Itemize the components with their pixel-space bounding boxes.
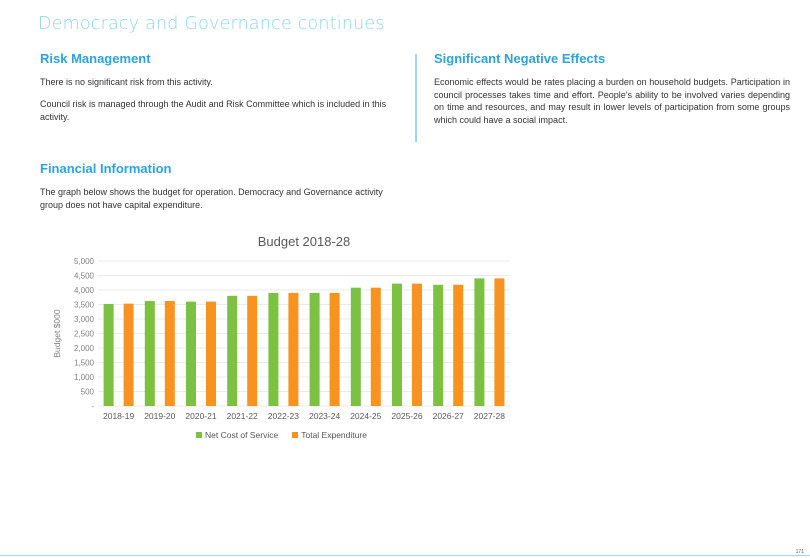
bar-net-cost-of-service <box>309 292 320 406</box>
bar-total-expenditure <box>453 284 464 406</box>
financial-information-heading: Financial Information <box>40 161 172 176</box>
y-tick-label: - <box>91 402 94 411</box>
bar-net-cost-of-service <box>433 284 444 406</box>
x-tick-label: 2019-20 <box>144 411 175 421</box>
y-tick-label: 4,000 <box>74 286 95 295</box>
y-tick-label: 5,000 <box>74 257 95 266</box>
chart-title: Budget 2018-28 <box>258 234 351 249</box>
legend-swatch-net-cost <box>196 432 202 438</box>
legend-label-total-expenditure: Total Expenditure <box>301 430 367 440</box>
y-tick-label: 2,000 <box>74 344 95 353</box>
legend-label-net-cost: Net Cost of Service <box>205 430 279 440</box>
x-tick-label: 2024-25 <box>350 411 381 421</box>
x-tick-label: 2020-21 <box>185 411 216 421</box>
y-tick-label: 1,000 <box>74 373 95 382</box>
bar-total-expenditure <box>288 292 299 406</box>
bar-total-expenditure <box>370 287 381 406</box>
negative-effects-heading: Significant Negative Effects <box>434 51 606 66</box>
bar-total-expenditure <box>329 292 340 406</box>
bar-net-cost-of-service <box>474 278 485 406</box>
x-tick-label: 2026-27 <box>433 411 464 421</box>
chart-legend: Net Cost of Service Total Expenditure <box>196 430 367 440</box>
bar-net-cost-of-service <box>227 295 238 406</box>
budget-chart: Budget 2018-28 - 500 1,000 1,500 2,000 2,500 3,… <box>52 234 510 421</box>
column-divider <box>415 54 417 142</box>
bar-net-cost-of-service <box>268 292 279 406</box>
legend-item-net-cost: Net Cost of Service <box>196 430 278 440</box>
bar-net-cost-of-service <box>103 303 114 406</box>
bar-net-cost-of-service <box>392 283 402 406</box>
y-tick-label: 3,000 <box>74 315 95 324</box>
page-number: 171 <box>795 549 804 555</box>
bar-net-cost-of-service <box>350 287 361 406</box>
y-axis-label: Budget $000 <box>52 309 62 357</box>
risk-management-heading: Risk Management <box>40 51 151 66</box>
legend-item-total-expenditure: Total Expenditure <box>292 430 367 440</box>
risk-paragraph-2: Council risk is managed through the Audi… <box>40 99 387 122</box>
risk-paragraph-1: There is no significant risk from this a… <box>40 77 213 87</box>
legend-swatch-total-expenditure <box>292 432 299 438</box>
x-tick-label: 2023-24 <box>309 411 340 421</box>
x-tick-label: 2018-19 <box>103 411 134 421</box>
x-tick-label: 2027-28 <box>474 411 505 421</box>
negative-effects-paragraph: Economic effects would be rates placing … <box>434 77 790 125</box>
y-tick-label: 500 <box>81 388 95 397</box>
bar-net-cost-of-service <box>144 301 155 406</box>
x-tick-label: 2022-23 <box>268 411 299 421</box>
bar-total-expenditure <box>206 301 216 406</box>
y-tick-label: 3,500 <box>74 301 95 310</box>
x-tick-label: 2025-26 <box>391 411 422 421</box>
y-tick-label: 1,500 <box>74 359 95 368</box>
bar-total-expenditure <box>494 278 505 406</box>
bar-total-expenditure <box>412 283 422 406</box>
bar-total-expenditure <box>247 295 258 406</box>
page-title: Democracy and Governance continues <box>38 14 385 34</box>
y-tick-label: 2,500 <box>74 330 95 339</box>
y-tick-label: 4,500 <box>74 272 95 281</box>
bar-net-cost-of-service <box>186 301 196 406</box>
bar-total-expenditure <box>123 303 134 406</box>
bar-total-expenditure <box>164 301 175 406</box>
financial-paragraph: The graph below shows the budget for ope… <box>40 187 383 210</box>
footer-line <box>0 555 810 556</box>
x-tick-label: 2021-22 <box>227 411 258 421</box>
